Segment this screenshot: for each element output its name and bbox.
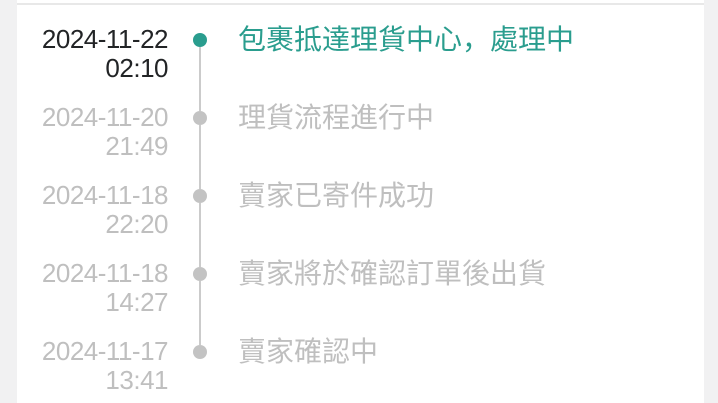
event-datetime: 2024-11-20 21:49: [17, 83, 169, 161]
event-status: 賣家將於確認訂單後出貨: [238, 258, 547, 289]
timeline-dot-icon: [193, 33, 207, 47]
timeline-event-row: 2024-11-22 02:10 包裹抵達理貨中心，處理中: [17, 5, 704, 83]
event-time: 22:20: [105, 209, 168, 239]
timeline-event-row: 2024-11-18 22:20 賣家已寄件成功: [17, 161, 704, 239]
timeline-connector-bottom-icon: [199, 125, 201, 161]
timeline-track: [168, 5, 238, 83]
timeline-dot-icon: [193, 189, 207, 203]
timeline-track: [168, 161, 238, 239]
timeline-event-row: 2024-11-20 21:49 理貨流程進行中: [17, 83, 704, 161]
event-time: 13:41: [105, 365, 168, 395]
event-date: 2024-11-20: [41, 102, 169, 132]
timeline-track: [168, 317, 238, 395]
timeline-connector-top-icon: [199, 317, 201, 345]
event-datetime: 2024-11-18 14:27: [17, 239, 169, 317]
event-time: 02:10: [105, 53, 168, 83]
event-datetime: 2024-11-17 13:41: [17, 317, 169, 395]
event-date: 2024-11-18: [41, 180, 169, 210]
timeline-event-row: 2024-11-18 14:27 賣家將於確認訂單後出貨: [17, 239, 704, 317]
timeline-dot-icon: [193, 111, 207, 125]
timeline-connector-bottom-icon: [199, 281, 201, 317]
event-datetime: 2024-11-22 02:10: [17, 5, 169, 83]
event-datetime: 2024-11-18 22:20: [17, 161, 169, 239]
timeline-connector-bottom-icon: [199, 203, 201, 239]
tracking-timeline-card: 2024-11-22 02:10 包裹抵達理貨中心，處理中 2024-11-20…: [17, 0, 704, 403]
event-date: 2024-11-22: [41, 24, 169, 54]
event-status: 賣家已寄件成功: [238, 180, 435, 211]
timeline-event-row: 2024-11-17 13:41 賣家確認中: [17, 317, 704, 395]
timeline-dot-icon: [193, 267, 207, 281]
event-date: 2024-11-18: [41, 258, 169, 288]
timeline-connector-top-icon: [199, 239, 201, 267]
timeline-track: [168, 83, 238, 161]
timeline-dot-icon: [193, 345, 207, 359]
event-time: 21:49: [105, 131, 168, 161]
event-status: 賣家確認中: [238, 336, 379, 367]
timeline-connector-bottom-icon: [199, 47, 201, 83]
timeline-connector-top-icon: [199, 83, 201, 111]
event-date: 2024-11-17: [41, 336, 169, 366]
event-status: 包裹抵達理貨中心，處理中: [238, 24, 575, 55]
event-time: 14:27: [105, 287, 168, 317]
section-divider: [17, 3, 704, 5]
timeline: 2024-11-22 02:10 包裹抵達理貨中心，處理中 2024-11-20…: [17, 5, 704, 395]
timeline-track: [168, 239, 238, 317]
event-status: 理貨流程進行中: [238, 102, 435, 133]
timeline-connector-top-icon: [199, 161, 201, 189]
